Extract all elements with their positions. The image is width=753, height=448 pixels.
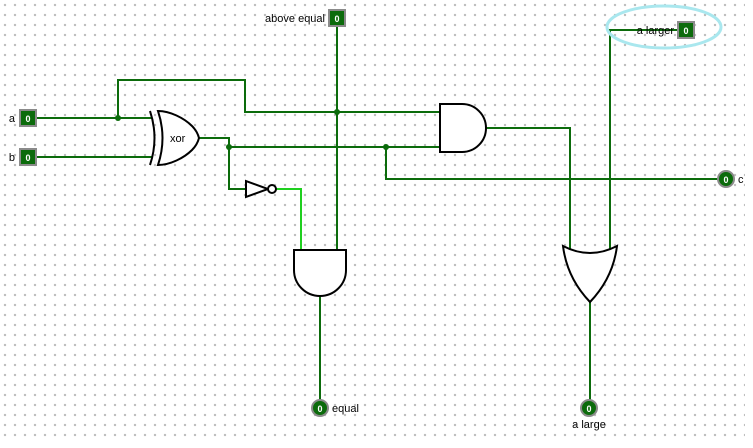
pin-value: 0 — [334, 14, 339, 24]
wire-and-to-or[interactable] — [486, 127, 571, 250]
pin-square — [677, 21, 695, 39]
pin-value: 0 — [25, 114, 30, 124]
gate-not[interactable] — [245, 179, 277, 199]
junction-dot — [383, 144, 389, 150]
input-pin-b[interactable]: 0 — [19, 148, 37, 166]
output-pin-c[interactable]: 0 — [717, 170, 735, 188]
junction-dot — [115, 115, 121, 121]
wire-a-larger-to-or[interactable] — [609, 29, 678, 250]
wire-xor-to-not[interactable] — [198, 137, 246, 190]
wire-a-branch-to-and[interactable] — [117, 79, 440, 118]
and-lower-body — [293, 249, 347, 297]
input-pin-above-equal[interactable]: 0 — [328, 9, 346, 27]
pin-square — [19, 148, 37, 166]
or-body — [561, 244, 619, 304]
pin-value: 0 — [683, 26, 688, 36]
output-pin-equal[interactable]: 0 — [311, 399, 329, 417]
gate-xor[interactable]: xor — [149, 109, 201, 167]
pin-square — [328, 9, 346, 27]
pin-circle — [717, 170, 735, 188]
wire-xor-to-c[interactable] — [385, 147, 718, 180]
xor-gate-label: xor — [170, 133, 186, 145]
pin-label-b: b — [9, 152, 15, 164]
not-triangle — [245, 179, 271, 199]
gate-and-upper[interactable] — [439, 103, 487, 153]
input-pin-a-larger[interactable]: 0 — [677, 21, 695, 39]
not-bubble-icon — [267, 184, 277, 194]
canvas-grid[interactable] — [0, 0, 745, 440]
pin-value: 0 — [723, 175, 728, 185]
pin-square — [19, 109, 37, 127]
pin-label-a-larger: a larger — [637, 25, 675, 37]
pin-value: 0 — [586, 404, 591, 414]
pin-label-c: c — [738, 174, 744, 186]
pin-label-equal: equal — [332, 403, 359, 415]
xor-body — [156, 109, 201, 167]
selection-halo — [605, 4, 723, 50]
gate-and-lower[interactable] — [293, 249, 347, 297]
pin-label-a: a — [9, 113, 16, 125]
pin-value: 0 — [317, 404, 322, 414]
wires-high — [276, 188, 302, 250]
wires-low — [36, 26, 718, 400]
junction-dot — [334, 109, 340, 115]
gate-or[interactable] — [561, 244, 619, 304]
wire-not-to-and[interactable] — [276, 188, 302, 250]
pin-circle — [580, 399, 598, 417]
pin-value: 0 — [25, 153, 30, 163]
wire-junction-dots — [115, 109, 389, 150]
junction-dot — [226, 144, 232, 150]
output-pin-a-large[interactable]: 0 — [580, 399, 598, 417]
pin-label-a-large: a large — [572, 419, 606, 431]
and-upper-body — [439, 103, 487, 153]
pin-circle — [311, 399, 329, 417]
xor-back-arc — [149, 110, 156, 166]
pin-label-above-equal: above equal — [265, 13, 325, 25]
input-pin-a[interactable]: 0 — [19, 109, 37, 127]
